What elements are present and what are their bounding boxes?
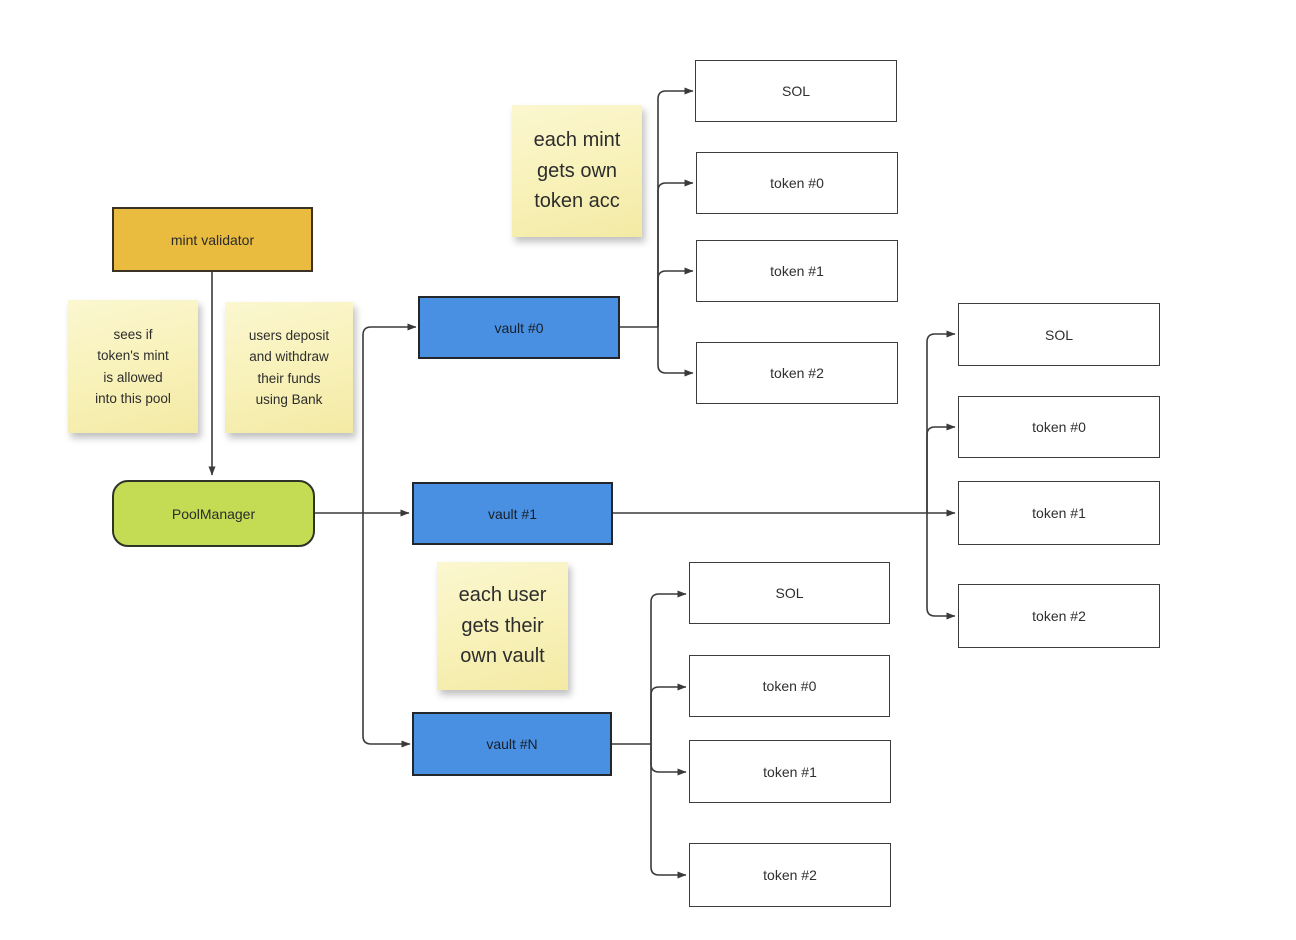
edge-vault-0-to-sol — [657, 87, 694, 327]
account-label: SOL — [775, 585, 804, 601]
edge-vault-1-to-token-0 — [926, 423, 956, 513]
node-pool-manager: PoolManager — [112, 480, 315, 547]
node-mint-validator-label: mint validator — [170, 231, 255, 248]
sticky-note-mint-check: sees if token's mint is allowed into thi… — [68, 300, 198, 433]
sticky-note-bank-usage: users deposit and withdraw their funds u… — [225, 302, 353, 433]
vault-1-account-token-1: token #1 — [958, 481, 1160, 545]
edge-vault-1-to-sol — [926, 330, 956, 513]
node-vault-0: vault #0 — [418, 296, 620, 359]
account-label: token #2 — [770, 365, 824, 381]
account-label: token #2 — [1032, 608, 1086, 624]
sticky-note-mint-token-acc: each mint gets own token acc — [512, 105, 642, 237]
edge-pool-manager-to-vault-0 — [362, 323, 417, 513]
node-pool-manager-label: PoolManager — [171, 505, 256, 522]
account-label: token #0 — [770, 175, 824, 191]
node-vault-0-label: vault #0 — [494, 319, 544, 336]
edge-vault-n-to-token-2 — [650, 744, 687, 879]
account-label: token #2 — [763, 867, 817, 883]
account-label: token #1 — [763, 763, 817, 780]
edge-vault-1-to-token-2 — [926, 513, 956, 620]
vault-n-account-token-0: token #0 — [689, 655, 890, 717]
vault-1-account-sol: SOL — [958, 303, 1160, 366]
account-label: token #0 — [762, 678, 817, 694]
vault-0-account-token-1: token #1 — [696, 240, 898, 302]
edge-vault-0-to-token-2 — [657, 327, 694, 377]
vault-n-account-sol: SOL — [689, 562, 890, 624]
vault-n-account-token-2: token #2 — [689, 843, 891, 907]
edge-vault-0-to-token-0 — [657, 179, 694, 327]
node-vault-1-label: vault #1 — [487, 505, 538, 522]
account-label: token #0 — [1032, 419, 1086, 435]
account-label: SOL — [781, 83, 810, 99]
sticky-note-user-vault: each user gets their own vault — [437, 562, 568, 690]
vault-1-account-token-0: token #0 — [958, 396, 1160, 458]
vault-n-account-token-1: token #1 — [689, 740, 891, 803]
account-label: SOL — [1044, 326, 1073, 343]
edge-pool-manager-to-vault-n — [362, 513, 411, 748]
edge-vault-n-to-sol — [650, 590, 687, 744]
node-vault-n: vault #N — [412, 712, 612, 776]
account-label: token #1 — [1032, 505, 1086, 521]
node-mint-validator: mint validator — [112, 207, 313, 272]
edge-vault-n-to-token-0 — [650, 683, 687, 744]
vault-0-account-token-2: token #2 — [696, 342, 898, 404]
edge-vault-0-to-token-1 — [657, 267, 694, 327]
vault-0-account-token-0: token #0 — [696, 152, 898, 214]
vault-1-account-token-2: token #2 — [958, 584, 1160, 648]
vault-0-account-sol: SOL — [695, 60, 897, 122]
node-vault-n-label: vault #N — [486, 736, 538, 752]
node-vault-1: vault #1 — [412, 482, 613, 545]
account-label: token #1 — [770, 263, 824, 279]
edge-vault-n-to-token-1 — [650, 744, 687, 776]
